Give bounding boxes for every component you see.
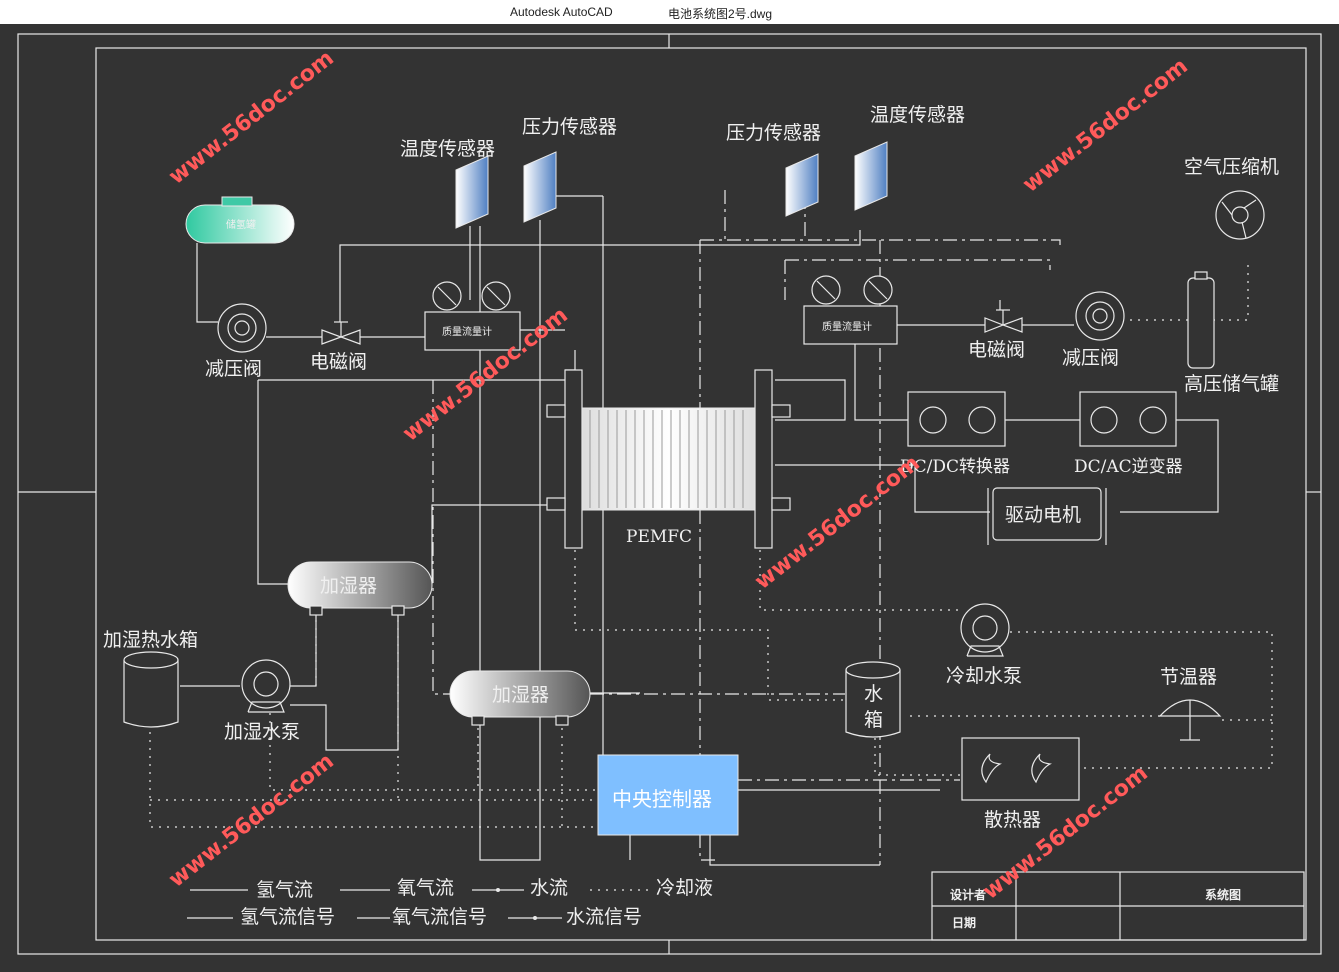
- radiator[interactable]: [961, 737, 1080, 801]
- mass-flow-meter-right[interactable]: 质量流量计: [803, 275, 898, 345]
- cooling-water-pump[interactable]: [960, 603, 1010, 657]
- mass-flow-meter-right-label: 质量流量计: [822, 320, 872, 333]
- drive-motor-label: 驱动电机: [1005, 504, 1081, 526]
- pressure-sensor-left[interactable]: [523, 151, 603, 223]
- humidifier-1-label: 加湿器: [320, 575, 377, 597]
- watermark-2: www.56doc.com: [1018, 54, 1192, 198]
- solenoid-valve-right[interactable]: [984, 309, 1023, 333]
- hydrogen-tank[interactable]: 储氢罐: [185, 196, 295, 244]
- legend-oxygen-signal: 氧气流信号: [392, 906, 487, 928]
- legend-coolant: 冷却液: [656, 877, 713, 899]
- drawing-frame: [17, 33, 1322, 955]
- temperature-sensor-right-label: 温度传感器: [870, 104, 965, 126]
- legend-hydrogen-signal: 氢气流信号: [240, 906, 335, 928]
- mass-flow-meter-left-label: 质量流量计: [442, 325, 492, 338]
- air-compressor[interactable]: [1215, 190, 1265, 240]
- mass-flow-meter-left[interactable]: 质量流量计: [424, 281, 521, 351]
- pressure-sensor-left-label: 压力传感器: [522, 116, 617, 138]
- title-block-date: 日期: [952, 915, 976, 930]
- watermark-1: www.56doc.com: [164, 46, 338, 190]
- dcdc-converter-label: DC/DC转换器: [900, 457, 1010, 477]
- temperature-sensor-left[interactable]: [455, 155, 489, 229]
- drive-motor[interactable]: 驱动电机: [987, 487, 1107, 545]
- temperature-sensor-left-label: 温度传感器: [400, 138, 495, 160]
- humidifier-pump-label: 加湿水泵: [224, 721, 300, 743]
- watermark-4: www.56doc.com: [750, 451, 924, 595]
- coolant-lines: [149, 265, 1273, 830]
- central-controller[interactable]: 中央控制器: [597, 754, 739, 836]
- high-pressure-tank[interactable]: [1187, 271, 1215, 369]
- radiator-label: 散热器: [984, 809, 1041, 831]
- water-tank[interactable]: 水 箱: [845, 661, 901, 738]
- humidifier-pump[interactable]: [241, 659, 291, 713]
- dcac-inverter[interactable]: [1079, 391, 1177, 447]
- pressure-reducer-right-label: 减压阀: [1062, 347, 1119, 369]
- pemfc-label: PEMFC: [626, 527, 692, 547]
- app-name: Autodesk AutoCAD: [510, 5, 613, 19]
- dcac-inverter-label: DC/AC逆变器: [1074, 457, 1183, 477]
- pressure-reducer-left-label: 减压阀: [205, 358, 262, 380]
- pressure-sensor-right[interactable]: [785, 153, 819, 217]
- pemfc-stack[interactable]: [546, 369, 791, 549]
- title-block: 设计者 日期 系统图: [931, 871, 1305, 941]
- temperature-sensor-right[interactable]: [854, 141, 888, 211]
- dcdc-converter[interactable]: [907, 391, 1006, 447]
- legend-water-flow: 水流: [530, 877, 568, 899]
- signal-lines: [432, 190, 1061, 865]
- air-compressor-label: 空气压缩机: [1184, 156, 1279, 178]
- humidifier-2-label: 加湿器: [492, 684, 549, 706]
- legend-hydrogen-flow: 氢气流: [256, 879, 313, 901]
- water-tank-label-2: 箱: [864, 709, 883, 731]
- thermostat[interactable]: [1158, 699, 1222, 741]
- watermark-5: www.56doc.com: [164, 749, 338, 893]
- pressure-reducer-right[interactable]: [1075, 291, 1125, 341]
- system-diagram: 储氢罐 减压阀 电磁阀 质量流量计 温度传感器 压力传感器 压力传感器: [17, 33, 1322, 955]
- title-block-designer: 设计者: [950, 887, 986, 902]
- legend-oxygen-flow: 氧气流: [397, 877, 454, 899]
- pressure-sensor-right-label: 压力传感器: [726, 122, 821, 144]
- title-block-title: 系统图: [1205, 887, 1241, 902]
- high-pressure-tank-label: 高压储气罐: [1184, 373, 1279, 395]
- water-tank-label-1: 水: [864, 683, 883, 705]
- legend: 氢气流 氧气流 水流 冷却液 氢气流信号 氧气流信号 水流信号: [187, 877, 713, 928]
- solenoid-valve-left[interactable]: [321, 321, 361, 345]
- legend-water-signal: 水流信号: [566, 906, 642, 928]
- cooling-water-pump-label: 冷却水泵: [946, 665, 1022, 687]
- thermostat-label: 节温器: [1160, 666, 1217, 688]
- solenoid-valve-left-label: 电磁阀: [310, 351, 367, 373]
- humidifier-water-tank[interactable]: [123, 651, 179, 728]
- solenoid-valve-right-label: 电磁阀: [968, 339, 1025, 361]
- window-title-bar: Autodesk AutoCAD 电池系统图2号.dwg: [0, 0, 1339, 24]
- pressure-reducer-left[interactable]: [217, 303, 267, 353]
- humidifier-water-tank-label: 加湿热水箱: [103, 629, 198, 651]
- humidifier-1[interactable]: 加湿器: [287, 561, 433, 616]
- humidifier-2[interactable]: 加湿器: [449, 670, 591, 726]
- drawing-canvas[interactable]: 储氢罐 减压阀 电磁阀 质量流量计 温度传感器 压力传感器 压力传感器: [0, 24, 1339, 972]
- pipe-lines: [180, 196, 1219, 866]
- file-name: 电池系统图2号.dwg: [668, 7, 773, 21]
- hydrogen-tank-label: 储氢罐: [226, 218, 256, 231]
- central-controller-label: 中央控制器: [612, 787, 712, 811]
